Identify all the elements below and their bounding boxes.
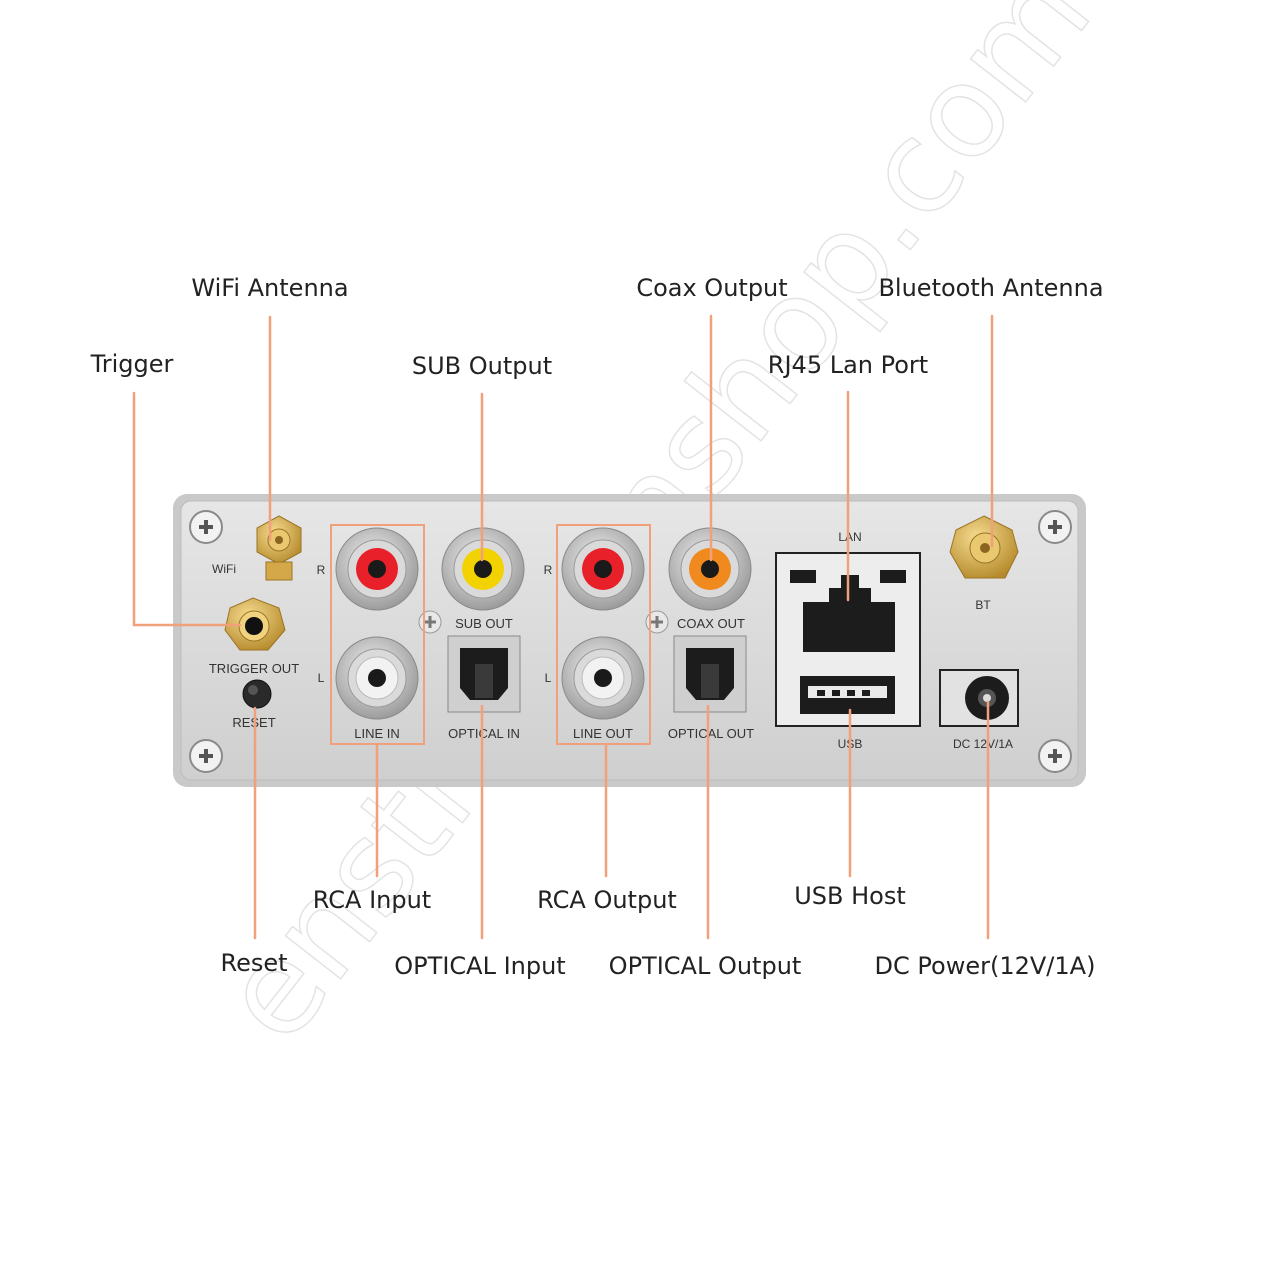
dc-power-jack [939, 669, 1019, 727]
callout-trigger: Trigger [90, 350, 174, 378]
callout-dc-power: DC Power(12V/1A) [874, 952, 1096, 980]
panel-label-sub-out: SUB OUT [455, 616, 513, 631]
bt-antenna-connector [949, 515, 1019, 579]
screw-icon [1038, 510, 1072, 544]
screw-icon [189, 739, 223, 773]
panel-label-l: L [318, 671, 325, 685]
coax-out-jack [668, 527, 752, 611]
panel-label-l: L [545, 671, 552, 685]
panel-label-bt: BT [975, 598, 991, 612]
rca-input-left-jack [335, 636, 419, 720]
panel-label-r: R [317, 563, 326, 577]
screw-icon [1038, 739, 1072, 773]
sub-out-jack [441, 527, 525, 611]
panel-label-lan: LAN [838, 530, 861, 544]
small-screw-icon [418, 610, 442, 634]
line-in-highlight-box [330, 524, 425, 745]
panel-label-line-in: LINE IN [354, 726, 400, 741]
leader-lines [132, 314, 994, 940]
line-out-highlight-box [556, 524, 651, 745]
panel-label-line-out: LINE OUT [573, 726, 633, 741]
callout-bluetooth-antenna: Bluetooth Antenna [878, 274, 1104, 302]
trigger-out-jack [224, 597, 286, 651]
panel-label-coax-out: COAX OUT [677, 616, 745, 631]
panel-label-r: R [544, 563, 553, 577]
screw-icon [189, 510, 223, 544]
optical-out-port [673, 635, 747, 713]
callout-usb-host: USB Host [794, 882, 906, 910]
callout-rj45-lan-port: RJ45 Lan Port [767, 351, 929, 379]
callout-optical-output: OPTICAL Output [608, 952, 802, 980]
rca-output-left-jack [561, 636, 645, 720]
panel-label-optical-in: OPTICAL IN [448, 726, 520, 741]
callout-sub-output: SUB Output [411, 352, 553, 380]
usb-port [800, 676, 895, 714]
callout-wifi-antenna: WiFi Antenna [191, 274, 349, 302]
rca-input-right-jack [335, 527, 419, 611]
panel-label-optical-out: OPTICAL OUT [668, 726, 754, 741]
rj45-port [790, 570, 906, 652]
callout-coax-output: Coax Output [636, 274, 788, 302]
rca-output-right-jack [561, 527, 645, 611]
callout-reset: Reset [220, 949, 288, 977]
callout-optical-input: OPTICAL Input [394, 952, 566, 980]
panel-label-trigger-out: TRIGGER OUT [209, 661, 299, 676]
wifi-antenna-connector [256, 515, 302, 581]
panel-label-dc: DC 12V/1A [953, 737, 1013, 751]
callout-rca-input: RCA Input [312, 886, 432, 914]
reset-button [242, 679, 272, 709]
optical-in-port [447, 635, 521, 713]
panel-label-wifi: WiFi [212, 562, 236, 576]
callout-rca-output: RCA Output [537, 886, 677, 914]
leader-trigger [132, 391, 242, 627]
small-screw-icon [645, 610, 669, 634]
